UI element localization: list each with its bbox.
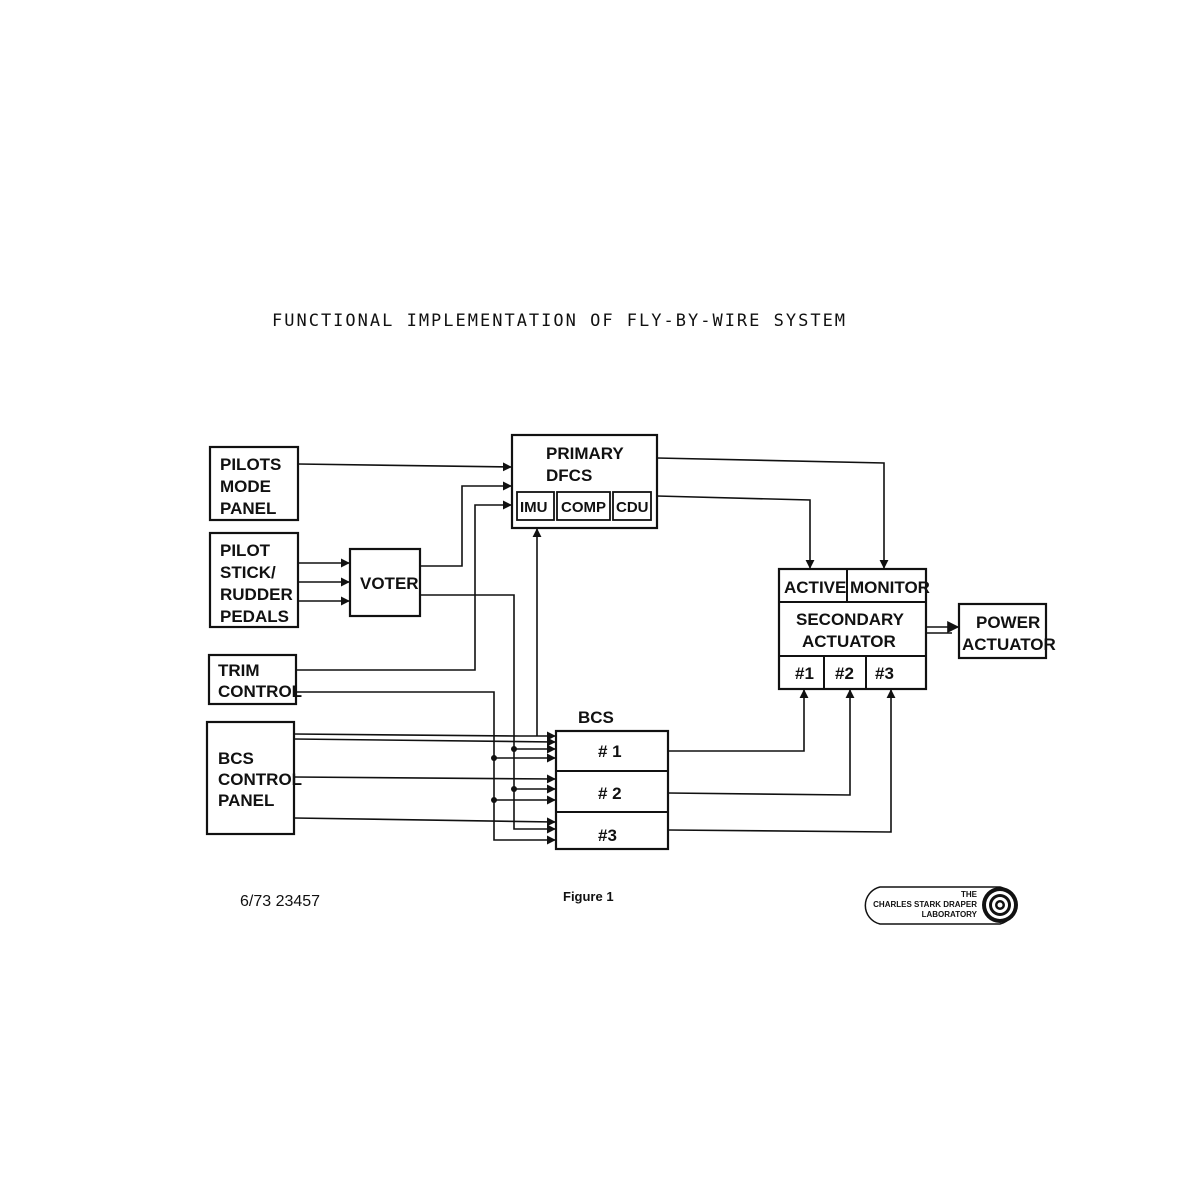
pilot-stick-line-2: STICK/ <box>220 563 276 582</box>
arrow-dfcs-to-monitor <box>656 457 889 569</box>
dfcs-imu-label: IMU <box>520 499 548 516</box>
arrow-voter-to-bcs <box>420 594 556 834</box>
primary-dfcs-line-1: PRIMARY <box>546 444 624 463</box>
pilots-mode-panel-line-2: MODE <box>220 477 271 496</box>
bcs-control-panel-block: BCS CONTROL PANEL <box>205 720 302 836</box>
footer-code: 6/73 23457 <box>240 893 320 910</box>
secondary-channel-3: #3 <box>875 664 894 683</box>
arrow-bcs-panel-to-bcs-3 <box>293 817 556 827</box>
draper-laboratory-logo: THE CHARLES STARK DRAPER LABORATORY <box>864 886 1018 925</box>
arrow-bcs-panel-to-bcs-1a <box>293 731 556 741</box>
secondary-actuator-line-1: SECONDARY <box>796 610 905 629</box>
logo-line-2: CHARLES STARK DRAPER <box>873 900 977 909</box>
target-icon <box>982 887 1018 923</box>
primary-dfcs-block: PRIMARY DFCS IMU COMP CDU <box>510 433 659 530</box>
bcs-block: BCS # 1 # 2 #3 <box>554 708 670 851</box>
trim-control-line-2: CONTROL <box>218 682 302 701</box>
arrow-trim-to-dfcs <box>296 500 512 671</box>
arrow-bcs3-to-secondary3 <box>667 689 896 833</box>
trim-control-block: TRIM CONTROL <box>207 653 302 706</box>
secondary-monitor-label: MONITOR <box>850 578 930 597</box>
bcs-control-panel-line-3: PANEL <box>218 791 274 810</box>
trim-control-line-1: TRIM <box>218 661 260 680</box>
connection-lines <box>293 457 960 845</box>
power-actuator-block: POWER ACTUATOR <box>957 602 1056 660</box>
power-actuator-line-1: POWER <box>976 613 1040 632</box>
bcs-control-panel-line-1: BCS <box>218 749 254 768</box>
arrow-mode-panel-to-dfcs <box>297 462 512 472</box>
bcs-control-panel-line-2: CONTROL <box>218 770 302 789</box>
bcs-channel-1: # 1 <box>598 742 622 761</box>
logo-line-3: LABORATORY <box>922 910 978 919</box>
secondary-active-label: ACTIVE <box>784 578 846 597</box>
pilots-mode-panel-line-3: PANEL <box>220 499 276 518</box>
pilot-stick-line-4: PEDALS <box>220 607 289 626</box>
secondary-actuator-line-2: ACTUATOR <box>802 632 896 651</box>
voter-block: VOTER <box>348 547 422 618</box>
pilot-stick-line-3: RUDDER <box>220 585 293 604</box>
dfcs-comp-label: COMP <box>561 499 606 516</box>
secondary-channel-2: #2 <box>835 664 854 683</box>
voter-label: VOTER <box>360 574 419 593</box>
arrow-bcs-panel-to-bcs-1b <box>293 737 556 747</box>
arrow-trim-to-bcs <box>296 691 556 845</box>
figure-caption: Figure 1 <box>563 889 614 904</box>
secondary-actuator-block: ACTIVE MONITOR SECONDARY ACTUATOR #1 #2 … <box>777 567 930 691</box>
arrow-bcs-panel-to-bcs-2 <box>293 774 556 784</box>
bcs-channel-2: # 2 <box>598 784 622 803</box>
secondary-channel-1: #1 <box>795 664 814 683</box>
diagram-title: FUNCTIONAL IMPLEMENTATION OF FLY-BY-WIRE… <box>272 311 847 331</box>
pilots-mode-panel-line-1: PILOTS <box>220 455 281 474</box>
arrow-dfcs-to-active <box>656 495 815 569</box>
power-actuator-line-2: ACTUATOR <box>962 635 1056 654</box>
dfcs-cdu-label: CDU <box>616 499 649 516</box>
arrow-bcs2-to-secondary2 <box>667 689 855 796</box>
primary-dfcs-line-2: DFCS <box>546 466 592 485</box>
bcs-label: BCS <box>578 708 614 727</box>
pilots-mode-panel-block: PILOTS MODE PANEL <box>208 445 300 522</box>
pilot-stick-line-1: PILOT <box>220 541 271 560</box>
logo-line-1: THE <box>961 890 978 899</box>
pilot-stick-block: PILOT STICK/ RUDDER PEDALS <box>208 531 300 629</box>
bcs-channel-3: #3 <box>598 826 617 845</box>
arrow-voter-to-dfcs <box>420 481 512 567</box>
arrow-bcs1-to-secondary1 <box>668 689 809 752</box>
